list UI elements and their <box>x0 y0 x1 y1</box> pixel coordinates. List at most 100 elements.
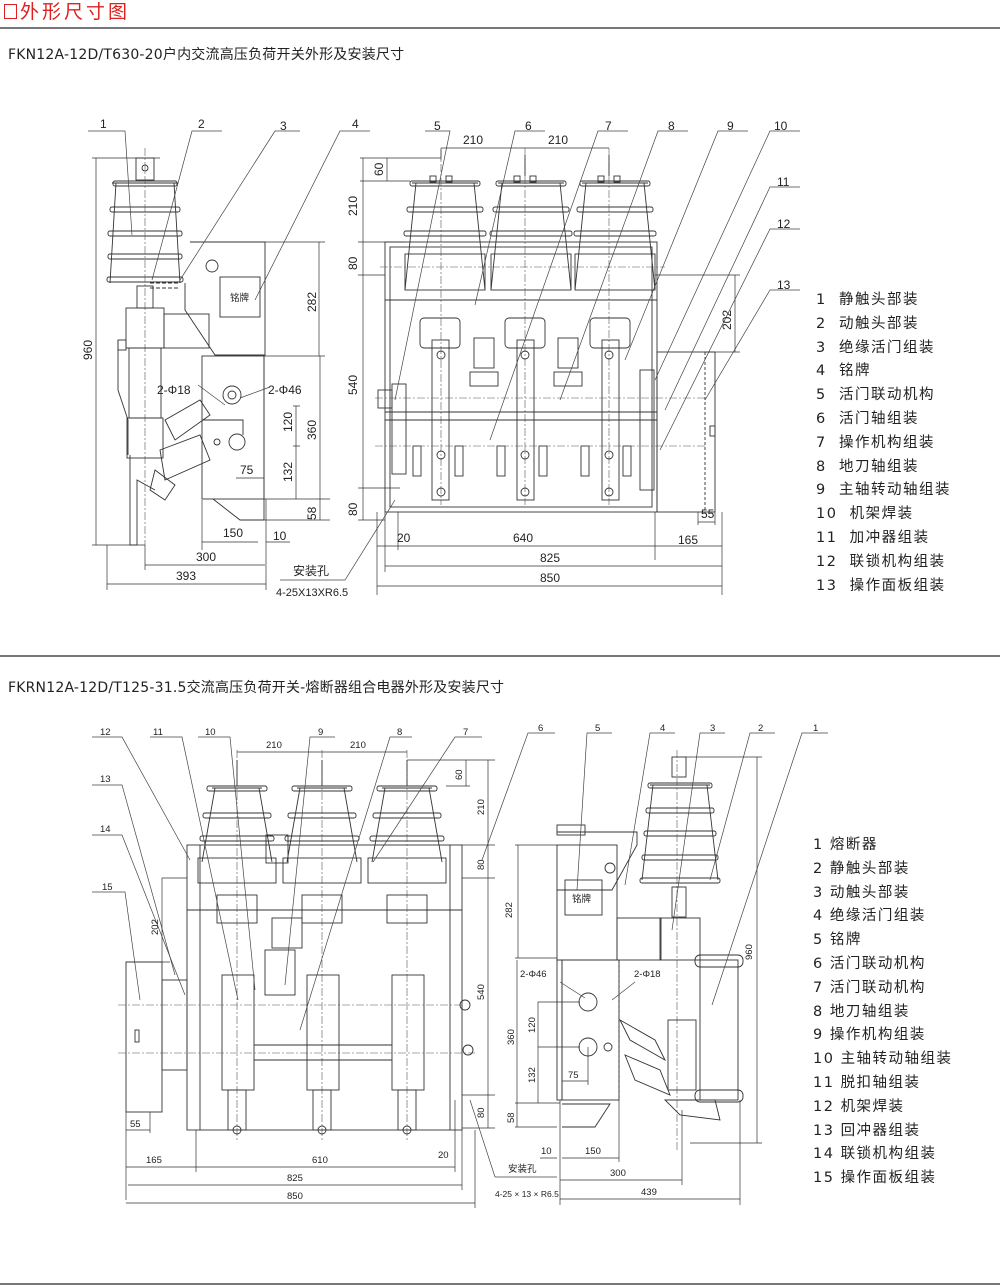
s2-dim-825: 825 <box>287 1173 303 1184</box>
s2-callout-8: 8 <box>397 727 402 738</box>
dim-55: 55 <box>701 507 715 521</box>
s2-legend-item: 11 脱扣轴组装 <box>813 1074 921 1091</box>
s1-legend-item: 9 主轴转动轴组装 <box>816 482 951 499</box>
s1-contacts <box>412 317 632 501</box>
s2-dim-60: 60 <box>454 769 465 780</box>
s2-callout-12: 12 <box>100 727 111 738</box>
s2-dim-960: 960 <box>744 944 755 960</box>
s2-legend-item: 10 主轴转动轴组装 <box>813 1051 953 1068</box>
dim-210-a: 210 <box>463 133 483 147</box>
dim-210-v: 210 <box>346 196 360 216</box>
s1-callout-10: 10 <box>774 119 788 133</box>
s2-legend-item: 7 活门联动机构 <box>813 979 926 996</box>
dim-202: 202 <box>720 310 734 330</box>
s2-dim-610: 610 <box>312 1155 328 1166</box>
dim-640: 640 <box>513 531 533 545</box>
s2-legend-item: 12 机架焊装 <box>813 1098 905 1115</box>
s2-nameplate-label: 铭牌 <box>572 893 592 905</box>
s1-legend-item: 4 铭牌 <box>816 363 871 380</box>
s2-callout-9: 9 <box>318 727 323 738</box>
s1-callout-9: 9 <box>727 119 734 133</box>
s1-side-view: 铭牌 <box>106 148 266 546</box>
s2-dim-75: 75 <box>568 1070 579 1081</box>
s1-callout-13: 13 <box>777 278 791 292</box>
s2-dim-120: 120 <box>527 1017 538 1033</box>
s2-legend-item: 3 动触头部装 <box>813 884 910 901</box>
s1-callout-7: 7 <box>605 119 612 133</box>
s1-legend-item: 10 机架焊装 <box>816 506 914 523</box>
s2-insulators <box>197 750 447 1140</box>
s2-dim-hole-46: 2-Φ46 <box>520 969 547 980</box>
s1-callout-12: 12 <box>777 217 791 231</box>
dim-20: 20 <box>397 531 411 545</box>
s2-side-callouts: 6 5 4 3 2 1 <box>481 723 828 1006</box>
s2-callout-7: 7 <box>463 727 468 738</box>
s2-callout-3: 3 <box>710 723 715 734</box>
dim-10: 10 <box>273 529 287 543</box>
s1-mount-label: 安装孔 <box>293 563 329 578</box>
s1-legend-item: 8 地刀轴组装 <box>816 458 919 475</box>
s1-callout-1: 1 <box>100 117 107 131</box>
s1-mount-spec: 4-25X13XR6.5 <box>276 587 348 599</box>
s1-callout-8: 8 <box>668 119 675 133</box>
page-title: 外形尺寸图 <box>20 1 131 23</box>
page-header: 外形尺寸图 <box>4 0 130 24</box>
s2-callout-13: 13 <box>100 774 111 785</box>
s1-legend-item: 6 活门轴组装 <box>816 410 919 427</box>
dim-300: 300 <box>196 550 216 564</box>
dim-hole-46: 2-Φ46 <box>268 383 302 397</box>
s2-callout-14: 14 <box>100 824 111 835</box>
s2-dim-540: 540 <box>476 984 487 1000</box>
s1-callout-11: 11 <box>777 175 790 189</box>
s1-legend-item: 13 操作面板组装 <box>816 577 946 594</box>
s2-callout-5: 5 <box>595 723 600 734</box>
s2-dim-165: 165 <box>146 1155 162 1166</box>
s2-legend: 1 熔断器 2 静触头部装 3 动触头部装 4 绝缘活门组装 5 铭牌 6 活门… <box>813 834 953 1191</box>
s2-legend-item: 4 绝缘活门组装 <box>813 908 926 925</box>
dim-282: 282 <box>305 292 319 312</box>
checkbox-square-icon <box>4 4 17 19</box>
dim-393: 393 <box>176 569 196 583</box>
s2-dim-850: 850 <box>287 1191 303 1202</box>
s2-dim-439: 439 <box>641 1187 657 1198</box>
s2-legend-item: 13 回冲器组装 <box>813 1122 921 1139</box>
s1-legend-item: 11 加冲器组装 <box>816 529 930 546</box>
dim-132: 132 <box>281 462 295 482</box>
s2-dim-10: 10 <box>541 1146 552 1157</box>
dim-960: 960 <box>81 340 95 360</box>
dim-360: 360 <box>305 420 319 440</box>
s1-legend-item: 5 活门联动机构 <box>816 387 935 404</box>
s2-dim-210-a: 210 <box>266 740 282 751</box>
dim-165: 165 <box>678 533 698 547</box>
s2-legend-item: 9 操作机构组装 <box>813 1027 926 1044</box>
s1-front-view <box>375 148 716 513</box>
dim-150: 150 <box>223 526 243 540</box>
s2-dim-282: 282 <box>504 902 515 918</box>
s2-callout-11: 11 <box>153 727 163 738</box>
dim-540-v: 540 <box>346 375 360 395</box>
s2-dim-58: 58 <box>506 1112 517 1123</box>
s2-dim-55: 55 <box>130 1119 141 1130</box>
s2-legend-item: 1 熔断器 <box>813 837 878 853</box>
s2-dim-80-b: 80 <box>476 1107 487 1118</box>
s2-callout-4: 4 <box>660 723 665 734</box>
s2-fuses <box>216 894 428 1135</box>
s2-dim-150: 150 <box>585 1146 601 1157</box>
dim-75: 75 <box>240 463 254 477</box>
dim-60: 60 <box>372 162 386 176</box>
s1-legend-item: 3 绝缘活门组装 <box>816 339 935 356</box>
s1-legend: 1 静触头部装 2 动触头部装 3 绝缘活门组装 4 铭牌 5 活门联动机构 6… <box>816 289 951 598</box>
header-divider <box>0 27 1000 29</box>
s1-front-callouts: 5 6 7 8 9 10 11 12 13 <box>394 119 800 451</box>
s2-mount-label: 安装孔 <box>508 1163 537 1175</box>
s2-dim-132: 132 <box>527 1067 538 1083</box>
s2-mount-spec: 4-25 × 13 × R6.5 <box>495 1189 559 1199</box>
s2-dim-300: 300 <box>610 1168 626 1179</box>
s2-callout-2: 2 <box>758 723 763 734</box>
s2-dim-360: 360 <box>506 1029 517 1045</box>
s1-insulators <box>403 148 657 505</box>
footer-divider <box>0 1283 1000 1285</box>
s2-legend-item: 5 铭牌 <box>813 932 862 949</box>
dim-80-b: 80 <box>346 502 360 516</box>
s2-dim-210-b: 210 <box>350 740 366 751</box>
